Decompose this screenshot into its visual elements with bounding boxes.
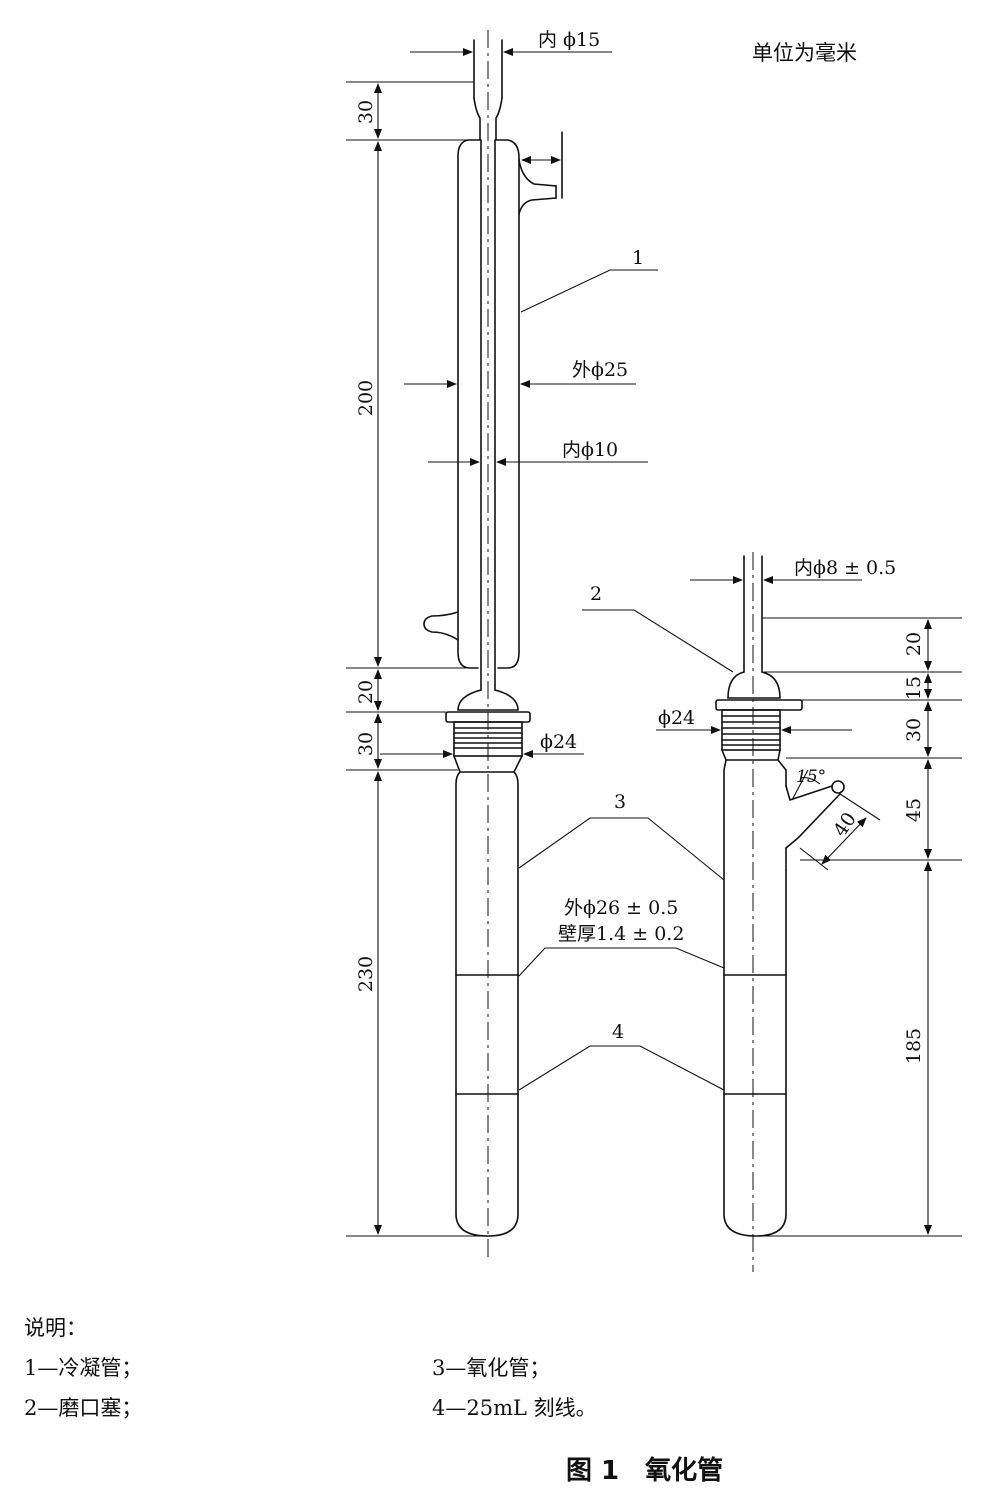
dim-right-185: 185 xyxy=(903,1028,925,1064)
right-oxidation-tube xyxy=(723,759,845,1237)
left-phi24-label: ϕ24 xyxy=(540,731,577,753)
dim-right-20: 20 xyxy=(903,632,925,656)
inner-phi10-label: 内ϕ10 xyxy=(562,439,618,461)
legend-title: 说明： xyxy=(24,1316,87,1340)
dim-right-45: 45 xyxy=(903,798,925,822)
callout-1: 1 xyxy=(632,247,644,269)
units-note: 单位为毫米 xyxy=(752,41,857,65)
condenser-jacket xyxy=(457,139,520,691)
dim-left-200: 200 xyxy=(355,380,377,416)
dim-right-30: 30 xyxy=(903,718,925,742)
dim-left-230: 230 xyxy=(355,956,377,992)
condenser-top-tube xyxy=(473,39,503,141)
figure-caption: 图 1 氧化管 xyxy=(566,1456,724,1486)
inner-phi15-label: 内 ϕ15 xyxy=(538,29,600,51)
outer-phi26-label: 外ϕ26 ± 0.5 xyxy=(564,897,678,919)
dim-left-30-joint: 30 xyxy=(355,732,377,756)
dim-left-30-top: 30 xyxy=(355,100,377,124)
dim-left-20: 20 xyxy=(355,680,377,704)
left-oxidation-tube xyxy=(455,771,519,1237)
dim-right-15: 15 xyxy=(903,676,925,700)
outer-phi25-label: 外ϕ25 xyxy=(572,359,628,381)
legend-item-3: 3—氧化管； xyxy=(432,1356,551,1380)
callout-3: 3 xyxy=(614,791,626,813)
callout-4: 4 xyxy=(612,1021,624,1043)
angle-label: 15° xyxy=(796,767,826,787)
condenser-lower-inlet xyxy=(423,611,459,641)
legend-item-4: 4—25mL 刻线。 xyxy=(432,1396,597,1420)
condenser-upper-outlet xyxy=(518,131,563,215)
callout-2: 2 xyxy=(590,583,602,605)
legend-item-2: 2—磨口塞； xyxy=(24,1396,143,1420)
inner-phi8-label: 内ϕ8 ± 0.5 xyxy=(794,557,896,579)
right-phi24-label: ϕ24 xyxy=(658,707,695,729)
legend-item-1: 1—冷凝管； xyxy=(24,1356,143,1380)
right-stopper xyxy=(715,555,803,761)
dimension-lines xyxy=(346,48,962,1237)
dim-right-40: 40 xyxy=(829,808,861,840)
wall-thickness-label: 壁厚1.4 ± 0.2 xyxy=(558,923,684,945)
center-lines xyxy=(487,30,754,1272)
